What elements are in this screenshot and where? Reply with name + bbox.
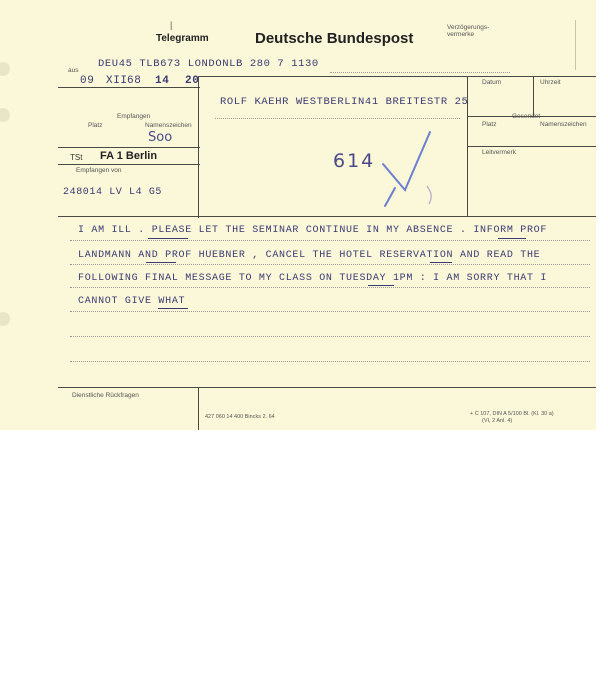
frame-line bbox=[467, 116, 596, 117]
namenszeichen-label-left: Namenszeichen bbox=[145, 122, 192, 129]
date-month: XII bbox=[106, 75, 128, 87]
date-minute: 20 bbox=[185, 75, 200, 87]
message-line-1: I AM ILL . PLEASE LET THE SEMINAR CONTIN… bbox=[78, 225, 548, 236]
aus-label: aus bbox=[68, 67, 79, 74]
date-hour: 14 bbox=[155, 75, 170, 87]
dotted-line bbox=[70, 361, 590, 362]
punch-hole bbox=[0, 108, 10, 122]
dotted-line bbox=[70, 311, 590, 312]
dotted-line bbox=[330, 72, 510, 73]
date-year: 68 bbox=[127, 75, 142, 87]
dienstliche-label: Dienstliche Rückfragen bbox=[72, 392, 139, 399]
telegram-tick: | bbox=[170, 20, 173, 30]
platz-label-right: Platz bbox=[482, 121, 497, 128]
dotted-line bbox=[70, 264, 590, 265]
dotted-line bbox=[215, 118, 460, 119]
footer-left: 427 060 14 400 Bincks 2. 64 bbox=[205, 414, 275, 420]
message-line-3: FOLLOWING FINAL MESSAGE TO MY CLASS ON T… bbox=[78, 273, 548, 284]
punch-hole bbox=[0, 312, 10, 326]
frame-line bbox=[58, 87, 200, 88]
tst-label: TSt bbox=[70, 153, 83, 162]
frame-line bbox=[467, 146, 596, 147]
frame-line bbox=[533, 76, 534, 116]
frame-line bbox=[58, 147, 200, 148]
footer-right: + C 107, DIN A 5/100 Bl. (Kl. 30 a) bbox=[470, 411, 554, 417]
platz-label-left: Platz bbox=[88, 122, 103, 129]
punch-hole bbox=[0, 62, 10, 76]
telegramm-label: Telegramm bbox=[156, 33, 209, 44]
handwritten-number: 614 bbox=[333, 150, 376, 172]
receiver-code: 248014 LV L4 G5 bbox=[63, 187, 163, 198]
dotted-line bbox=[70, 240, 590, 241]
footer-right-2: (VI, 2 Anl. 4) bbox=[482, 418, 513, 424]
origin-line: DEU45 TLB673 LONDONLB 280 7 1130 bbox=[98, 58, 319, 70]
underline-mark bbox=[498, 238, 526, 239]
frame-line bbox=[58, 164, 200, 165]
underline-mark bbox=[146, 262, 176, 263]
office-label: FA 1 Berlin bbox=[100, 150, 158, 162]
handwritten-initials: Soo bbox=[148, 130, 173, 145]
namenszeichen-label-right: Namenszeichen bbox=[540, 121, 587, 128]
underline-mark bbox=[158, 308, 188, 309]
header-title: Deutsche Bundespost bbox=[255, 30, 414, 47]
message-line-2: LANDMANN AND PROF HUEBNER , CANCEL THE H… bbox=[78, 250, 541, 261]
dotted-line bbox=[70, 287, 590, 288]
frame-line bbox=[58, 216, 596, 217]
leitvermerk-label: Leitvermerk bbox=[482, 149, 516, 156]
vermerke-label: vermerke bbox=[447, 31, 475, 38]
date-day: 09 bbox=[80, 75, 95, 87]
telegram-form: | Telegramm Deutsche Bundespost Verzöger… bbox=[0, 0, 596, 430]
empfangen-von-label: Empfangen von bbox=[76, 167, 122, 174]
verzoegerung-label: Verzögerungs- bbox=[447, 24, 490, 31]
right-edge-line bbox=[575, 20, 576, 70]
underline-mark bbox=[430, 262, 452, 263]
address-line: ROLF KAEHR WESTBERLIN41 BREITESTR 25 bbox=[220, 96, 469, 108]
empfangen-label: Empfangen bbox=[117, 113, 151, 120]
dotted-line bbox=[70, 336, 590, 337]
frame-line bbox=[58, 387, 596, 388]
checkmark-icon bbox=[382, 131, 432, 207]
underline-mark bbox=[148, 238, 188, 239]
message-line-4: CANNOT GIVE WHAT bbox=[78, 296, 186, 307]
uhrzeit-label: Uhrzeit bbox=[540, 79, 561, 86]
underline-mark bbox=[368, 285, 394, 286]
frame-line bbox=[198, 76, 596, 77]
frame-line bbox=[198, 387, 199, 430]
gesendet-label: Gesendet bbox=[512, 113, 541, 120]
datum-label: Datum bbox=[482, 79, 502, 86]
